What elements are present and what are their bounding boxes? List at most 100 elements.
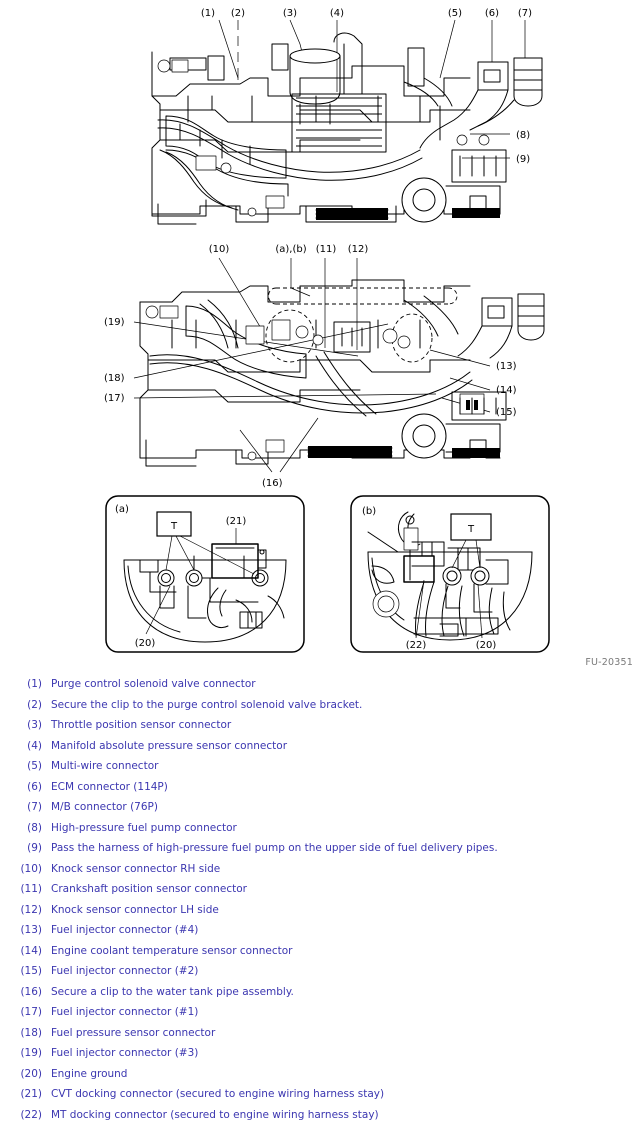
legend-list: (1) Purge control solenoid valve connect… <box>0 678 643 1129</box>
torque-symbol-box-b <box>450 513 492 541</box>
highlight-ovals <box>265 287 458 363</box>
callout-label: (15) <box>496 407 517 418</box>
legend-number: (21) <box>20 1088 42 1100</box>
callout-label: (13) <box>496 361 517 372</box>
callout16-leaders <box>239 417 319 473</box>
legend-number: (9) <box>27 842 42 854</box>
legend-label: Secure the clip to the purge control sol… <box>51 698 363 711</box>
list-item: (13) Fuel injector connector (#4) <box>0 924 643 945</box>
callout-label: (8) <box>516 130 530 141</box>
engine-bottom-right <box>145 305 507 467</box>
list-item: (5) Multi-wire connector <box>0 760 643 781</box>
callout-label: (12) <box>348 244 369 255</box>
legend-number: (11) <box>20 883 42 895</box>
legend-number: (16) <box>20 985 42 998</box>
list-item: (11) Crankshaft position sensor connecto… <box>0 883 643 904</box>
legend-label: Fuel injector connector (#3) <box>51 1047 199 1059</box>
list-item: (22) MT docking connector (secured to en… <box>0 1109 643 1130</box>
legend-label: CVT docking connector (secured to engine… <box>51 1088 385 1100</box>
legend-label: M/B connector (76P) <box>51 801 158 813</box>
list-item: (17) Fuel injector connector (#1) <box>0 1006 643 1027</box>
legend-number: (17) <box>20 1006 42 1018</box>
legend-label: High-pressure fuel pump connector <box>51 821 237 834</box>
list-item: (21) CVT docking connector (secured to e… <box>0 1088 643 1109</box>
legend-label: ECM connector (114P) <box>51 780 168 793</box>
connector-block-group <box>419 57 543 149</box>
bottom-right-connectors <box>457 293 545 415</box>
legend-label: Throttle position sensor connector <box>51 719 232 731</box>
figure-illustration-area: .ln { fill:none; stroke:#000; stroke-wid… <box>104 8 550 653</box>
legend-number: (13) <box>20 924 42 936</box>
wiring-harness-bottom <box>149 295 473 417</box>
callout-label: (18) <box>104 373 125 384</box>
detail-box-b: T (b) (22) (20) <box>350 495 550 653</box>
intake-manifold <box>165 115 289 197</box>
legend-number: (3) <box>27 719 42 731</box>
legend-label: MT docking connector (secured to engine … <box>51 1108 379 1121</box>
list-item: (8) High-pressure fuel pump connector <box>0 822 643 843</box>
callout-label: (4) <box>330 8 344 19</box>
callout-label: (5) <box>448 8 462 19</box>
legend-number: (15) <box>20 965 42 977</box>
list-item: (15) Fuel injector connector (#2) <box>0 965 643 986</box>
legend-label: Fuel injector connector (#1) <box>51 1006 199 1018</box>
list-item: (16) Secure a clip to the water tank pip… <box>0 986 643 1007</box>
callout-label: (22) <box>406 640 427 651</box>
torque-symbol-a: T <box>170 521 178 532</box>
legend-number: (22) <box>20 1108 42 1121</box>
legend-label: Engine ground <box>51 1067 128 1080</box>
callout-label: (2) <box>231 8 245 19</box>
list-item: (19) Fuel injector connector (#3) <box>0 1047 643 1068</box>
list-item: (4) Manifold absolute pressure sensor co… <box>0 740 643 761</box>
legend-number: (19) <box>20 1047 42 1059</box>
callout-label: (20) <box>476 640 497 651</box>
legend-number: (8) <box>27 821 42 834</box>
callout-label: (11) <box>316 244 337 255</box>
callout-label: (19) <box>104 317 125 328</box>
detail-a-title: (a) <box>115 504 129 515</box>
legend-label: Crankshaft position sensor connector <box>51 883 248 895</box>
legend-number: (7) <box>27 801 42 813</box>
legend-number: (10) <box>20 862 42 875</box>
oval-11 <box>391 313 433 363</box>
legend-number: (2) <box>27 698 42 711</box>
legend-label: Secure a clip to the water tank pipe ass… <box>51 985 294 998</box>
list-item: (2) Secure the clip to the purge control… <box>0 699 643 720</box>
list-item: (3) Throttle position sensor connector <box>0 719 643 740</box>
wiring-harness-top <box>157 59 453 211</box>
list-item: (14) Engine coolant temperature sensor c… <box>0 945 643 966</box>
list-item: (10) Knock sensor connector RH side <box>0 863 643 884</box>
list-item: (7) M/B connector (76P) <box>0 801 643 822</box>
legend-label: Fuel injector connector (#4) <box>51 924 199 936</box>
legend-label: Manifold absolute pressure sensor connec… <box>51 739 288 752</box>
legend-label: Purge control solenoid valve connector <box>51 678 256 690</box>
legend-label: Knock sensor connector LH side <box>51 903 219 916</box>
valve-covers <box>185 305 411 379</box>
top-right-leaders <box>462 133 510 159</box>
list-item: (20) Engine ground <box>0 1068 643 1089</box>
list-item: (9) Pass the harness of high-pressure fu… <box>0 842 643 863</box>
legend-label: Multi-wire connector <box>51 760 159 772</box>
legend-number: (4) <box>27 739 42 752</box>
callout-label: (a),(b) <box>275 244 306 255</box>
legend-label: Fuel pressure sensor connector <box>51 1026 216 1039</box>
legend-number: (20) <box>20 1067 42 1080</box>
legend-label: Engine coolant temperature sensor connec… <box>51 944 293 957</box>
callout-label: (10) <box>209 244 230 255</box>
callout-label: (9) <box>516 154 530 165</box>
callout-label: (17) <box>104 393 125 404</box>
legend-number: (1) <box>27 678 42 690</box>
cooling-fins <box>291 32 387 153</box>
callout-label: (20) <box>135 638 156 649</box>
legend-label: Knock sensor connector RH side <box>51 862 221 875</box>
callout-label: (14) <box>496 385 517 396</box>
callout-label: (7) <box>518 8 532 19</box>
legend-number: (5) <box>27 760 42 772</box>
legend-label: Fuel injector connector (#2) <box>51 965 199 977</box>
bottom-engine-illustration <box>133 257 545 473</box>
detail-box-a: T (a) (21) (20) <box>105 495 305 653</box>
top-engine-illustration <box>151 19 543 225</box>
legend-number: (14) <box>20 944 42 957</box>
callout-label: (16) <box>262 478 283 489</box>
